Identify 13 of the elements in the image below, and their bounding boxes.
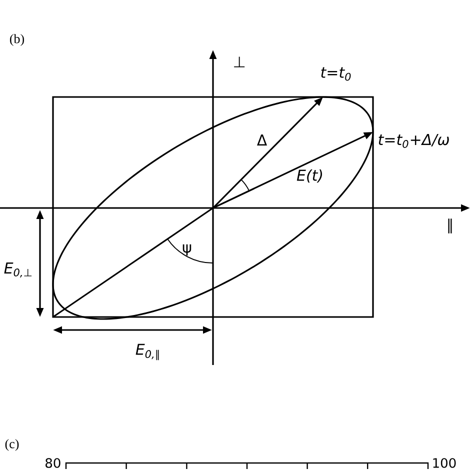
axis-label: ∥ (448, 218, 452, 234)
axis-label: ⊥ (234, 56, 245, 68)
vector-label: E(t) (296, 169, 322, 183)
panel-label: (b) (10, 34, 24, 46)
panel-label: (c) (5, 439, 19, 451)
angle-label: Δ (256, 134, 267, 146)
angle-label: ψ (182, 244, 192, 256)
dimension-label: E$_{0,⊥}$ (4, 262, 32, 278)
tick-label: 80 (46, 458, 60, 468)
tick-label: 100 (433, 458, 456, 468)
time-label: t=t$_{0}$+Δ/ω (378, 134, 449, 148)
time-label: t=t$_{0}$ (321, 67, 351, 81)
dimension-label: E$_{0,∥}$ (136, 344, 159, 360)
